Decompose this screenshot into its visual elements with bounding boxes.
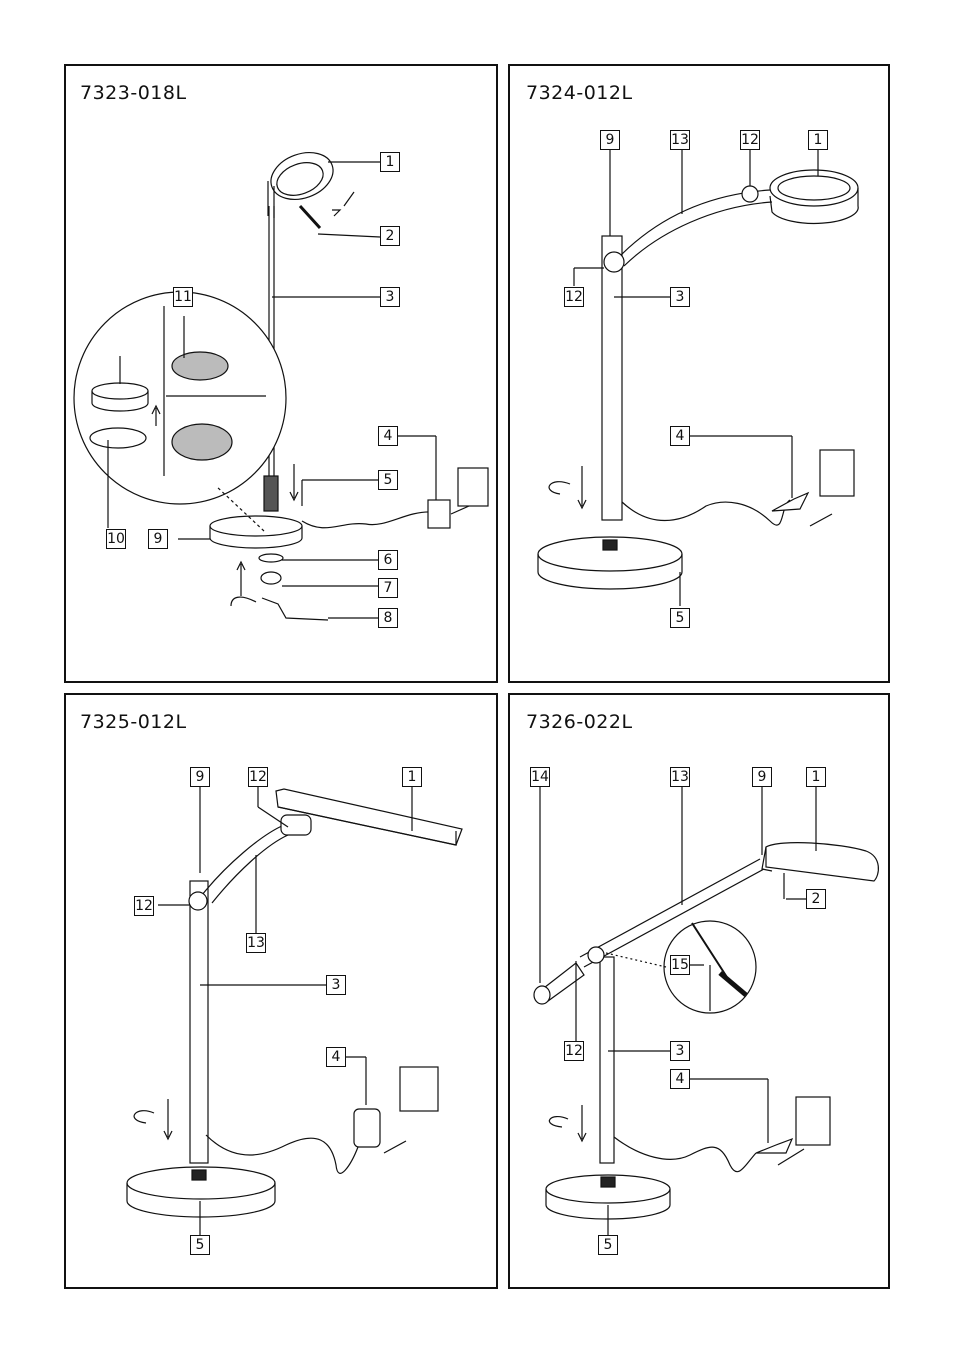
model-title: 7324-012L bbox=[526, 82, 633, 104]
part-label-4: 4 bbox=[378, 426, 398, 446]
part-label-13: 13 bbox=[670, 767, 690, 787]
part-label-12: 12 bbox=[248, 767, 268, 787]
part-label-1: 1 bbox=[380, 152, 400, 172]
part-label-12: 12 bbox=[564, 1041, 584, 1061]
part-label-15: 15 bbox=[670, 955, 690, 975]
part-label-6: 6 bbox=[378, 550, 398, 570]
part-label-12: 12 bbox=[564, 287, 584, 307]
part-label-5: 5 bbox=[190, 1235, 210, 1255]
part-label-5: 5 bbox=[598, 1235, 618, 1255]
panel-7326-022L: 7326-022L bbox=[508, 693, 890, 1289]
part-label-9: 9 bbox=[752, 767, 772, 787]
part-label-8: 8 bbox=[378, 608, 398, 628]
part-label-13: 13 bbox=[670, 130, 690, 150]
part-label-12: 12 bbox=[740, 130, 760, 150]
part-label-10: 10 bbox=[106, 529, 126, 549]
lamp-diagram-bar-head bbox=[126, 787, 463, 1235]
model-title: 7326-022L bbox=[526, 711, 633, 733]
panel-7324-012L: 7324-012L bbox=[508, 64, 890, 683]
part-label-4: 4 bbox=[326, 1047, 346, 1067]
part-label-3: 3 bbox=[380, 287, 400, 307]
part-label-12: 12 bbox=[134, 896, 154, 916]
part-label-2: 2 bbox=[806, 889, 826, 909]
part-label-1: 1 bbox=[402, 767, 422, 787]
part-label-5: 5 bbox=[378, 470, 398, 490]
part-label-14: 14 bbox=[530, 767, 550, 787]
model-title: 7325-012L bbox=[80, 711, 187, 733]
part-label-3: 3 bbox=[670, 287, 690, 307]
part-label-7: 7 bbox=[378, 578, 398, 598]
model-title: 7323-018L bbox=[80, 82, 187, 104]
part-label-3: 3 bbox=[670, 1041, 690, 1061]
part-label-3: 3 bbox=[326, 975, 346, 995]
part-label-1: 1 bbox=[806, 767, 826, 787]
part-label-4: 4 bbox=[670, 1069, 690, 1089]
part-label-1: 1 bbox=[808, 130, 828, 150]
part-label-11: 11 bbox=[173, 287, 193, 307]
panel-7325-012L: 7325-012L bbox=[64, 693, 498, 1289]
lamp-diagram-counterweight bbox=[533, 787, 879, 1235]
lamp-diagram-desk-arc bbox=[537, 150, 859, 606]
part-label-9: 9 bbox=[600, 130, 620, 150]
panel-7323-018L: 7323-018L bbox=[64, 64, 498, 683]
part-label-5: 5 bbox=[670, 608, 690, 628]
lamp-diagram-floor bbox=[73, 152, 489, 621]
part-label-13: 13 bbox=[246, 933, 266, 953]
part-label-4: 4 bbox=[670, 426, 690, 446]
part-label-9: 9 bbox=[190, 767, 210, 787]
part-label-2: 2 bbox=[380, 226, 400, 246]
part-label-9: 9 bbox=[148, 529, 168, 549]
